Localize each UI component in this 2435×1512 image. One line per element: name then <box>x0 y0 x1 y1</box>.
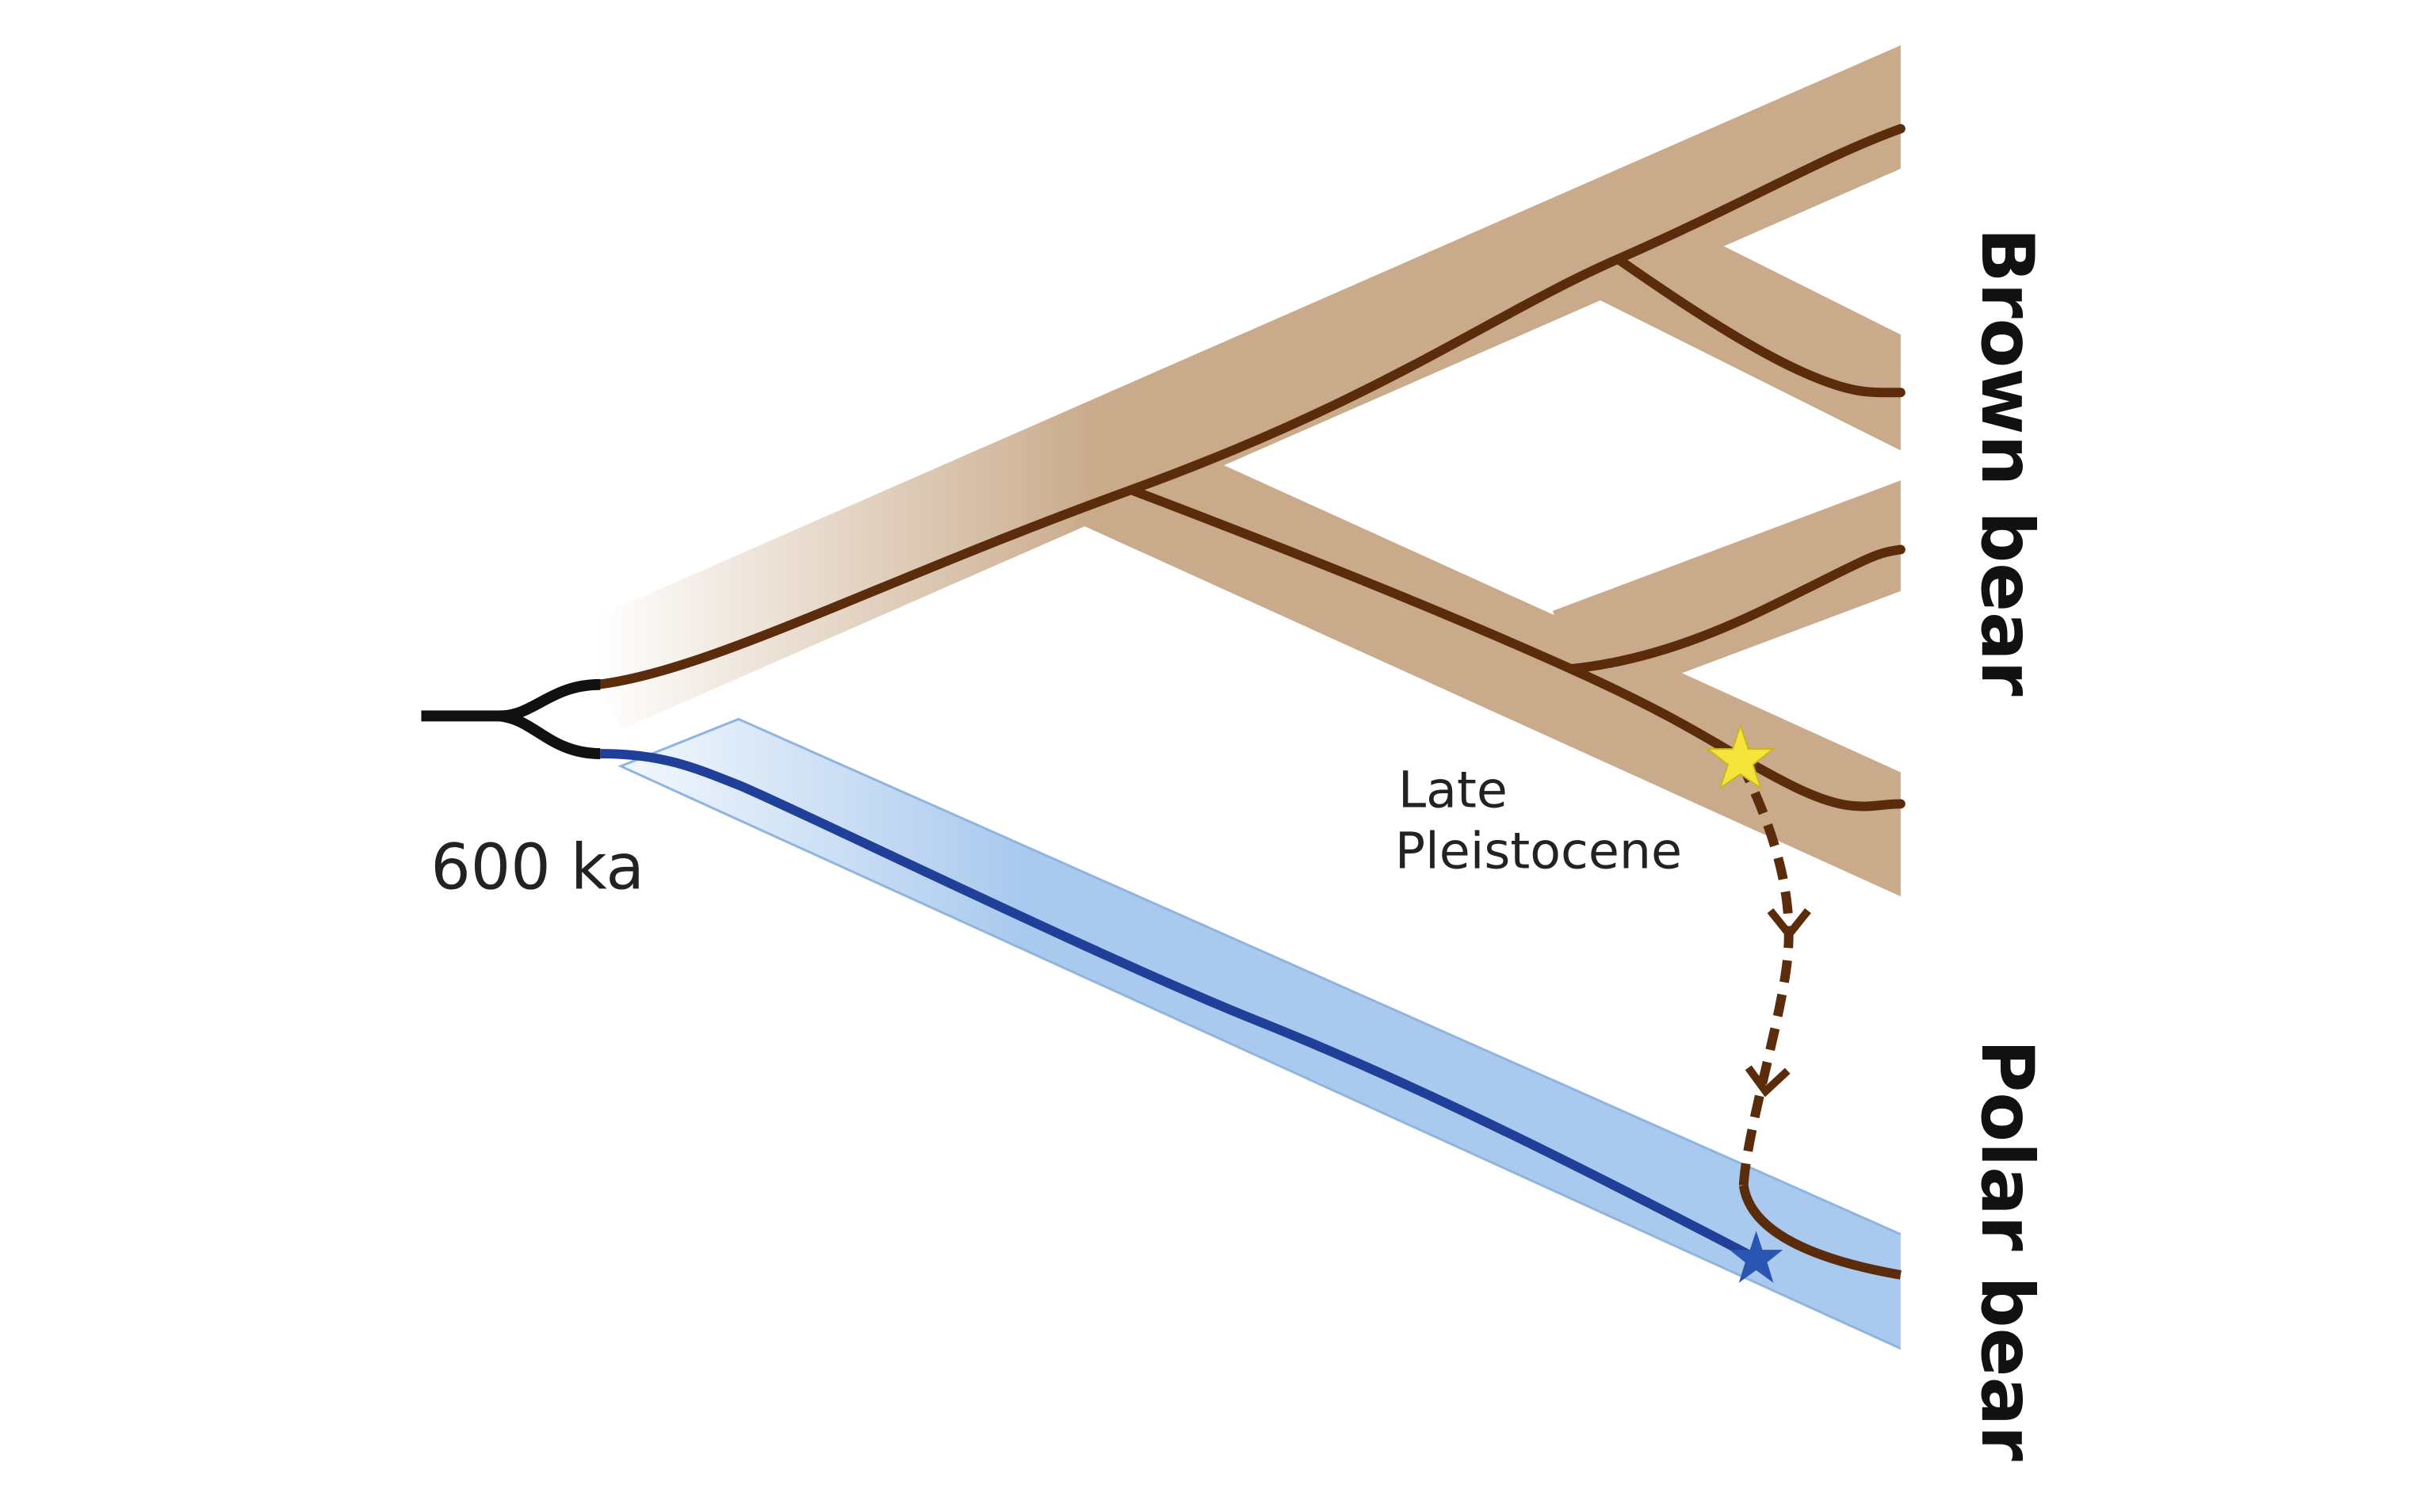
brown-bear-lineages <box>592 124 1906 811</box>
gene-flow-arrow-icon <box>1745 1065 1791 1098</box>
polar-bear-label: Polar bear <box>1965 1040 2049 1461</box>
introgressed-lineage <box>1738 1184 1902 1280</box>
gene-flow-dashed-line <box>1736 759 1794 1186</box>
root-lineage <box>421 678 601 759</box>
polar-bear-lineage <box>600 749 1754 1261</box>
event-label-line2: Pleistocene <box>1395 822 1682 880</box>
yellow-star-icon <box>1705 723 1776 791</box>
event-label-line1: Late <box>1398 760 1508 819</box>
brown-bear-label: Brown bear <box>1965 227 2049 696</box>
blue-star-icon <box>1729 1231 1783 1283</box>
gene-flow-arrow-icon <box>1767 908 1811 941</box>
root-age-label: 600 ka <box>430 830 644 903</box>
